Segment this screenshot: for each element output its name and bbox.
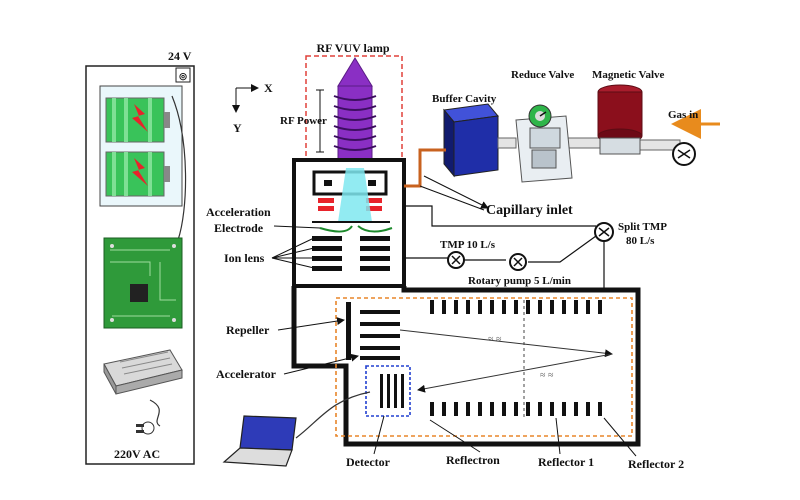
voltage-label: 24 V bbox=[168, 49, 192, 63]
reduce-valve-label: Reduce Valve bbox=[511, 69, 574, 81]
component-labels: Acceleration Electrode Ion lens Repeller… bbox=[206, 205, 684, 471]
electrode-label: Electrode bbox=[214, 221, 264, 235]
detector-box bbox=[365, 365, 411, 417]
acceleration-label: Acceleration bbox=[206, 205, 271, 219]
ion-squiggle-1: ≈ ≈ bbox=[488, 334, 502, 345]
rf-vuv-lamp: RF VUV lamp RF Power bbox=[280, 41, 403, 167]
ion-lens-label: Ion lens bbox=[224, 251, 265, 265]
buffer-cavity-icon bbox=[453, 115, 499, 177]
power-panel: ◎ 24 V bbox=[85, 49, 195, 465]
ac-label: 220V AC bbox=[114, 447, 160, 461]
ac-plug-icon bbox=[136, 399, 161, 435]
buffer-cavity-label: Buffer Cavity bbox=[432, 93, 497, 105]
reflector-1-label: Reflector 1 bbox=[538, 455, 594, 469]
split-tmp-icon bbox=[594, 222, 614, 242]
ionization-chamber bbox=[292, 158, 406, 288]
tof-chamber: ≈ ≈ ≈ ≈ bbox=[291, 286, 641, 447]
tof-wall bbox=[291, 286, 641, 447]
extraction-plates bbox=[346, 302, 400, 360]
repeller-label: Repeller bbox=[226, 323, 270, 337]
reduce-valve-icon bbox=[515, 104, 573, 183]
detector-plates bbox=[380, 374, 404, 408]
lamp-dashed-frame bbox=[305, 55, 403, 167]
ion-path-return bbox=[417, 353, 613, 393]
lamp-tip bbox=[337, 57, 373, 87]
reflector-2-label: Reflector 2 bbox=[628, 457, 684, 471]
tmp-pump-icon bbox=[447, 251, 465, 269]
gas-line: Buffer Cavity Reduce Valve Magnetic Valv… bbox=[404, 69, 720, 218]
power-supply-icon bbox=[103, 349, 183, 395]
magnetic-valve-label: Magnetic Valve bbox=[592, 69, 665, 81]
reflectron-bottom bbox=[430, 402, 602, 416]
reflectron-label: Reflectron bbox=[446, 453, 500, 467]
capillary-tube bbox=[404, 148, 446, 188]
vuv-beam bbox=[338, 168, 372, 222]
ion-lens-plates bbox=[312, 236, 390, 271]
ion-squiggle-2: ≈ ≈ bbox=[540, 370, 554, 381]
axis-y-label: Y bbox=[233, 121, 242, 135]
voltage-indicator-glyph: ◎ bbox=[179, 71, 187, 81]
power-panel-frame bbox=[85, 65, 195, 465]
rotary-pump-icon bbox=[509, 253, 527, 271]
magnetic-valve-icon bbox=[597, 84, 643, 155]
laptop-icon bbox=[222, 391, 371, 467]
capillary-inlet-label: Capillary inlet bbox=[486, 203, 573, 218]
tmp-label: TMP 10 L/s bbox=[440, 239, 496, 251]
voltage-indicator-icon bbox=[175, 67, 191, 83]
flight-region-dash bbox=[335, 297, 633, 437]
rf-power-label: RF Power bbox=[280, 115, 327, 127]
gas-in-label: Gas in bbox=[668, 109, 698, 121]
detector-label: Detector bbox=[346, 455, 391, 469]
accelerator-label: Accelerator bbox=[216, 367, 277, 381]
lamp-title: RF VUV lamp bbox=[316, 41, 389, 55]
battery-top-icon bbox=[105, 97, 170, 143]
acceleration-electrode-curve bbox=[319, 225, 393, 233]
split-tmp-label: Split TMP bbox=[618, 221, 667, 233]
reflectron-top bbox=[430, 300, 602, 314]
ion-path-out bbox=[399, 329, 613, 358]
split-tmp-speed-label: 80 L/s bbox=[626, 235, 655, 247]
rotary-pump-label: Rotary pump 5 L/min bbox=[468, 275, 571, 287]
lamp-coil bbox=[333, 95, 377, 151]
pumps: Split TMP 80 L/s TMP 10 L/s Rotary pump … bbox=[404, 205, 667, 288]
pcb-board-icon bbox=[103, 237, 183, 329]
battery-bottom-icon bbox=[105, 151, 170, 197]
axis-x-label: X bbox=[264, 81, 273, 95]
axis-indicator: X Y bbox=[232, 81, 273, 135]
